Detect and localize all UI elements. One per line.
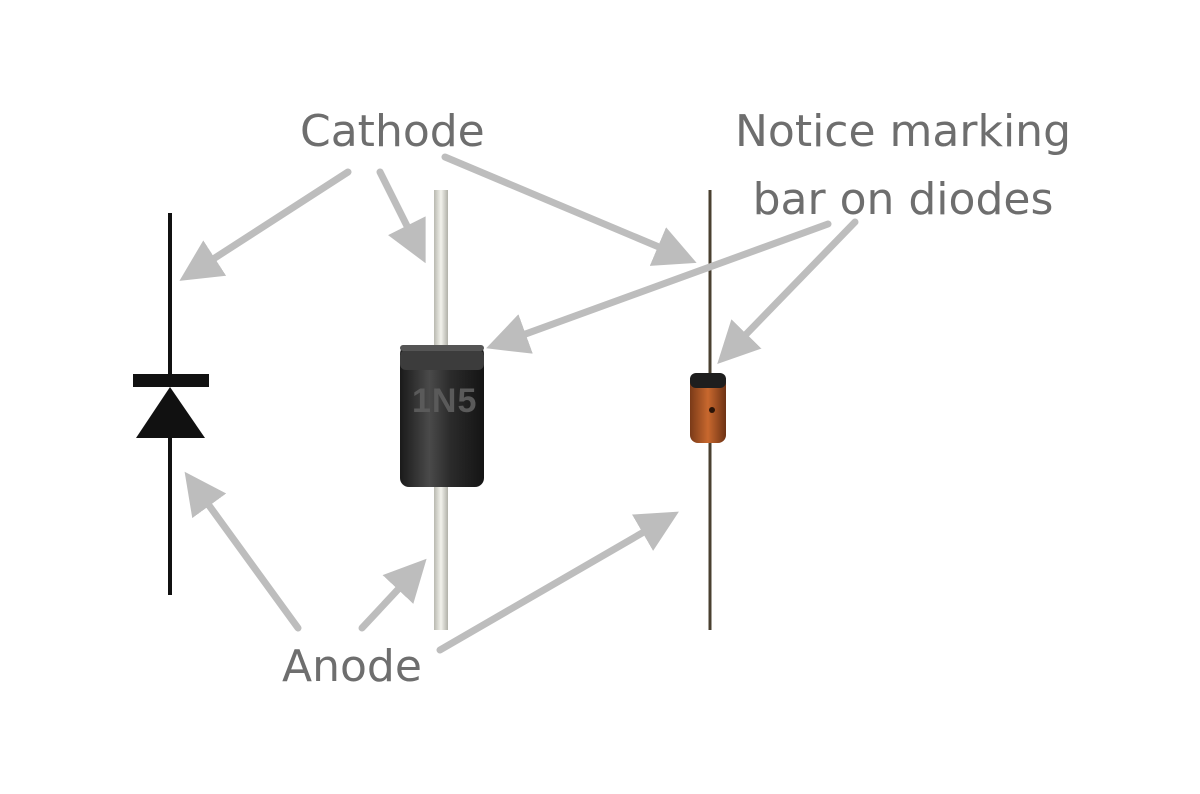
power-diode-marking-text: 1N5 [412, 382, 478, 420]
arrow-cathode-to-power-diode [376, 168, 426, 264]
power-diode-top-lead [434, 190, 448, 352]
arrow-anode-to-symbol [184, 471, 302, 632]
arrow-notice-to-power-diode-band [486, 220, 832, 354]
power-diode-body [400, 345, 484, 487]
arrow-cathode-to-small-diode [441, 153, 697, 266]
small-diode-marking-band [690, 373, 726, 388]
power-diode-bottom-lead [434, 484, 448, 630]
power-diode-marking-band [400, 350, 484, 370]
diode-schematic-symbol [133, 213, 209, 595]
small-diode [690, 190, 726, 630]
arrow-cathode-to-symbol [179, 168, 352, 281]
notice-label-line-1: Notice marking [735, 106, 1071, 157]
anode-label: Anode [282, 641, 422, 692]
notice-marking-label: Notice marking bar on diodes [735, 98, 1071, 234]
power-diode [400, 190, 484, 630]
arrow-notice-to-small-diode-band [717, 218, 859, 365]
small-diode-body [690, 373, 726, 443]
notice-label-line-2: bar on diodes [752, 174, 1054, 225]
symbol-cathode-bar [133, 374, 209, 387]
callout-arrows [179, 153, 859, 654]
arrow-anode-to-small-diode [436, 511, 679, 654]
symbol-triangle [136, 387, 205, 438]
arrow-anode-to-power-diode [358, 558, 427, 632]
cathode-label: Cathode [300, 106, 485, 157]
